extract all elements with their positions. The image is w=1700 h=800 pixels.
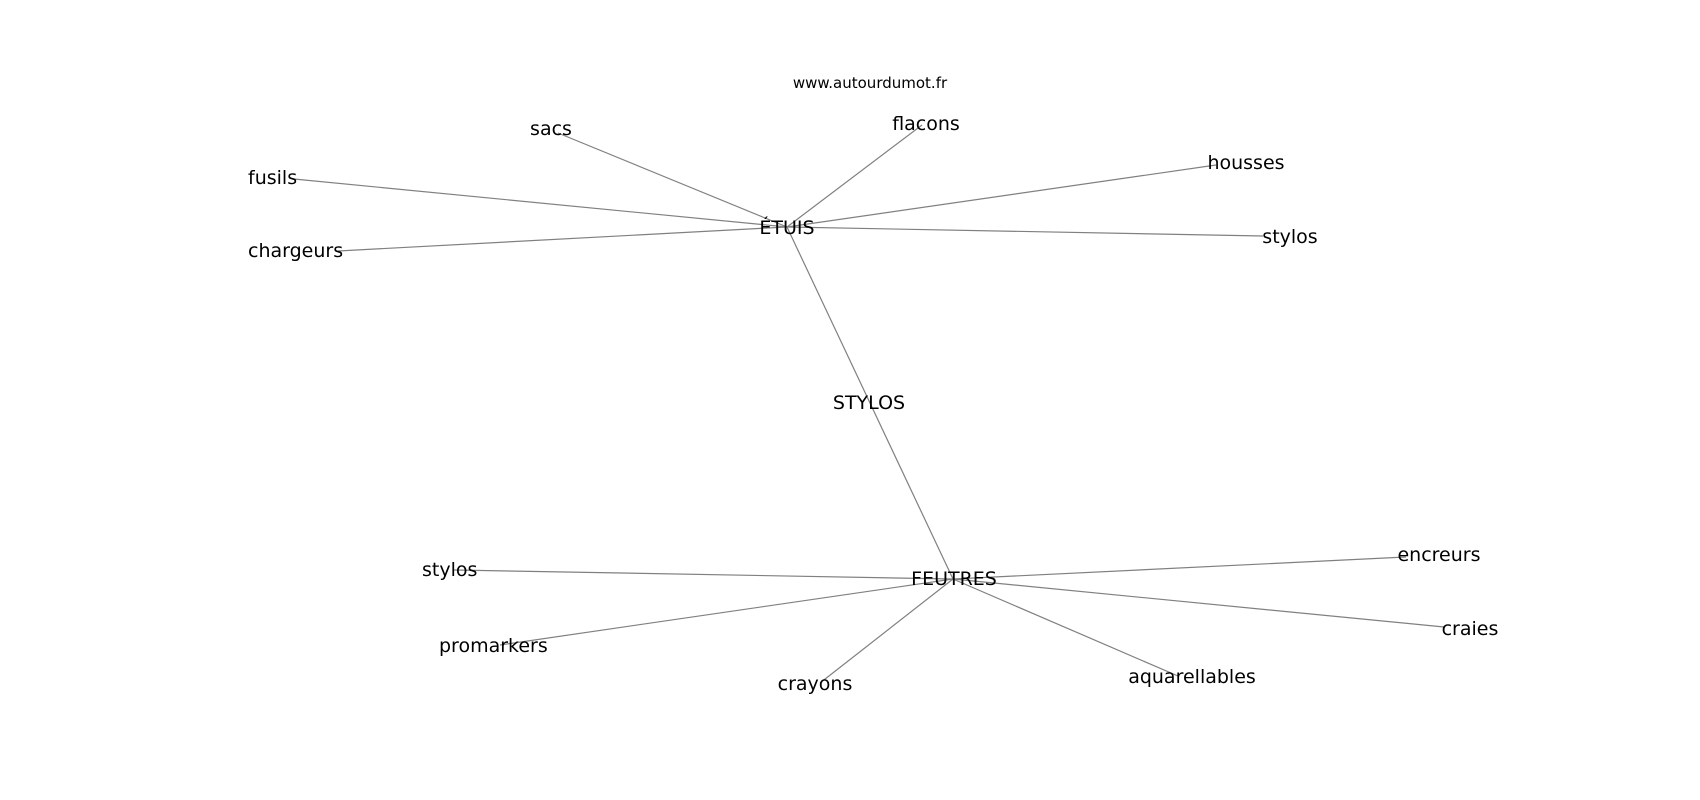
node-label-feutres[interactable]: FEUTRES	[911, 568, 997, 590]
edge-etuis-fusils	[293, 178, 788, 228]
graph-labels: STYLOS ÉTUIS FEUTRES sacs flacons housses fusi…	[248, 113, 1498, 695]
edge-feutres-crayons	[819, 578, 954, 684]
node-label-stylos_top[interactable]: stylos	[1262, 226, 1317, 248]
node-label-flacons[interactable]: flacons	[892, 113, 960, 135]
edge-etuis-sacs	[557, 132, 788, 228]
node-label-etuis[interactable]: ÉTUIS	[759, 216, 814, 239]
watermark-text: www.autourdumot.fr	[793, 74, 948, 92]
node-label-chargeurs[interactable]: chargeurs	[248, 240, 343, 262]
edge-etuis-housses	[786, 164, 1217, 228]
node-label-housses[interactable]: housses	[1207, 152, 1284, 174]
node-label-stylos_center[interactable]: STYLOS	[833, 392, 905, 414]
edge-feutres-stylos_bottom	[453, 569, 954, 580]
graph-edges	[293, 124, 1445, 684]
node-label-encreurs[interactable]: encreurs	[1397, 544, 1480, 566]
node-label-aquarellables[interactable]: aquarellables	[1128, 666, 1256, 688]
edge-feutres-promarkers	[499, 578, 954, 646]
edge-feutres-craies	[952, 578, 1445, 628]
edge-etuis-chargeurs	[337, 226, 788, 252]
edge-etuis-flacons	[786, 124, 923, 228]
node-label-promarkers[interactable]: promarkers	[439, 635, 548, 657]
edge-feutres-encreurs	[952, 556, 1407, 580]
node-label-fusils[interactable]: fusils	[248, 167, 297, 189]
edge-etuis-feutres	[786, 226, 954, 580]
node-label-stylos_bottom[interactable]: stylos	[422, 559, 477, 581]
node-label-craies[interactable]: craies	[1442, 618, 1499, 640]
node-label-crayons[interactable]: crayons	[778, 673, 853, 695]
node-label-sacs[interactable]: sacs	[530, 118, 572, 140]
edge-feutres-aquarellables	[952, 578, 1179, 677]
edge-etuis-stylos_top	[786, 226, 1264, 237]
